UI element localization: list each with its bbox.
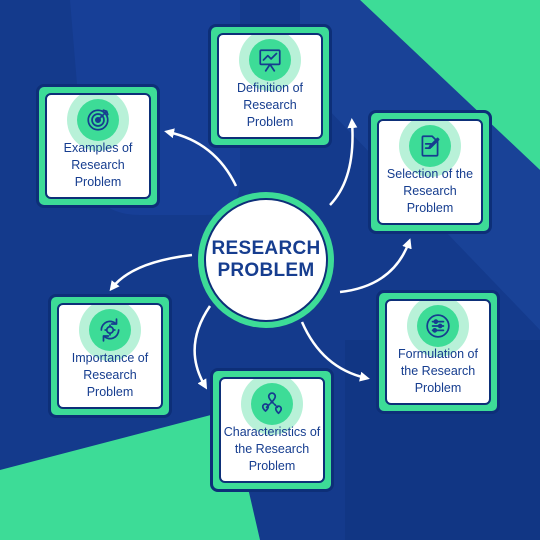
document-edit-icon [409,125,451,167]
card-characteristics-label: Characteristics of the Research Problem [223,425,321,473]
card-characteristics-inner: Characteristics of the Research Problem [219,377,325,483]
sliders-icon [417,305,459,347]
card-examples-label: Examples of Research Problem [63,141,133,189]
card-definition-label: Definition of Research Problem [236,81,303,129]
card-importance: Importance of Research Problem [48,294,172,418]
card-formulation: Formulation of the Research Problem [376,290,500,414]
card-formulation-inner: Formulation of the Research Problem [385,299,491,405]
card-importance-inner: Importance of Research Problem [57,303,163,409]
bg-teal-bottom-left [0,410,260,540]
center-title-line1: RESEARCH [211,238,321,259]
center-title-line2: PROBLEM [217,260,315,281]
arrow-to-examples [164,128,238,187]
card-selection: Selection of the Research Problem [368,110,492,234]
card-definition: Definition of Research Problem [208,24,332,148]
card-examples: Examples of Research Problem [36,84,160,208]
center-node-inner: RESEARCH PROBLEM [204,198,328,322]
card-selection-label: Selection of the Research Problem [386,167,474,215]
card-examples-inner: Examples of Research Problem [45,93,151,199]
card-selection-inner: Selection of the Research Problem [377,119,483,225]
card-formulation-label: Formulation of the Research Problem [398,347,478,395]
gear-refresh-icon [89,309,131,351]
arrow-to-characteristics [193,305,212,390]
arrow-to-importance [109,253,193,292]
card-importance-label: Importance of Research Problem [71,351,149,399]
card-definition-inner: Definition of Research Problem [217,33,323,139]
presentation-chart-icon [249,39,291,81]
card-characteristics: Characteristics of the Research Problem [210,368,334,492]
arrow-to-definition [329,118,358,206]
arrow-to-formulation [300,321,370,382]
map-route-icon [251,383,293,425]
target-icon [77,99,119,141]
arrow-to-selection [339,238,412,294]
center-node: RESEARCH PROBLEM [198,192,334,328]
